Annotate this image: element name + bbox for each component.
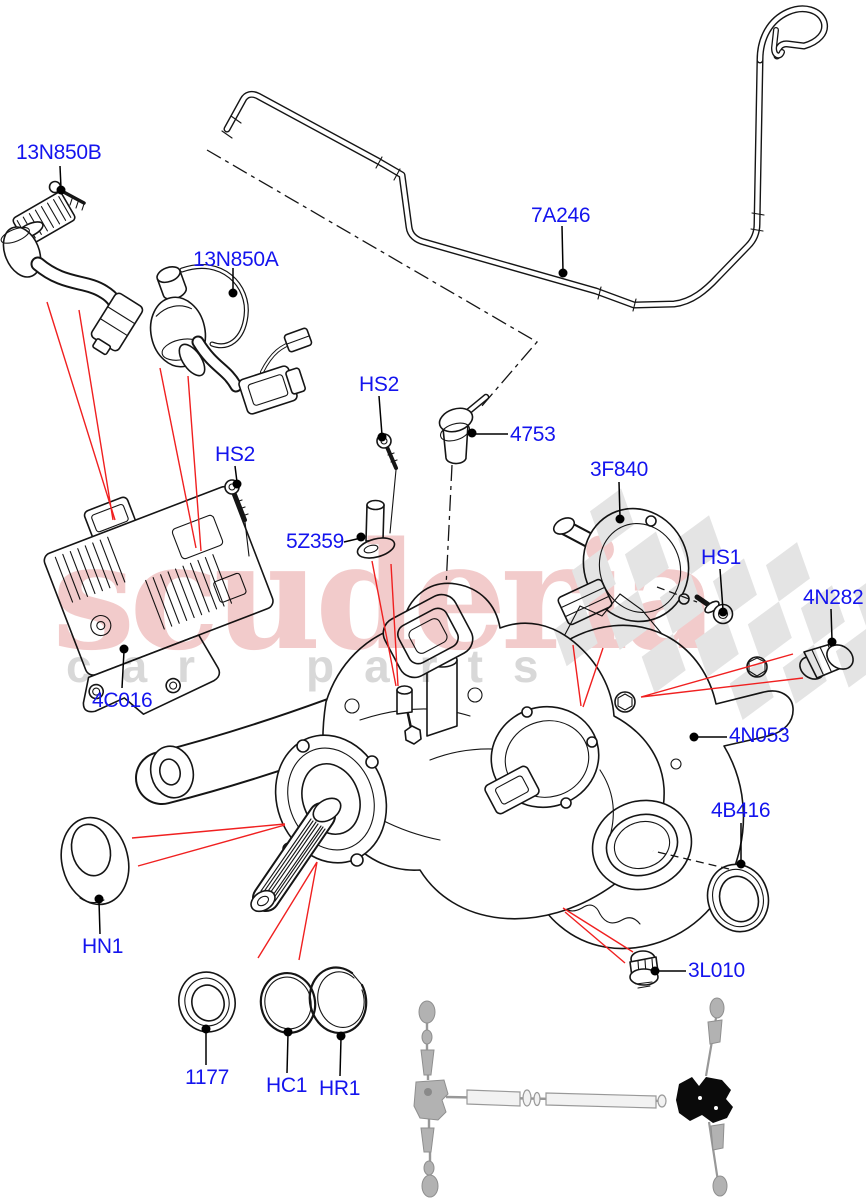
red-callout-lines	[46, 301, 804, 964]
watermark-tagline-right: parts	[306, 640, 568, 692]
part-label-hs2-right[interactable]: HS2	[359, 373, 399, 396]
leader-dots	[56, 185, 837, 1041]
part-label-1177[interactable]: 1177	[185, 1066, 229, 1089]
harness-13n850a-drawing	[149, 263, 313, 415]
part-label-hs2-left[interactable]: HS2	[215, 443, 255, 466]
part-label-hc1[interactable]: HC1	[266, 1074, 308, 1097]
part-label-4c016[interactable]: 4C016	[92, 689, 153, 712]
harness-13n850b-drawing	[0, 180, 144, 356]
part-label-hr1[interactable]: HR1	[319, 1077, 361, 1100]
black-leader-lines	[59, 165, 833, 1077]
part-label-hn1[interactable]: HN1	[82, 935, 124, 958]
watermark-layer: scuderia car parts	[52, 488, 866, 721]
seal-4b416-drawing	[706, 863, 770, 933]
sensor-5z359-drawing	[356, 499, 396, 559]
part-label-5z359[interactable]: 5Z359	[286, 530, 345, 553]
breather-valve-drawing	[438, 393, 490, 465]
part-label-4b416[interactable]: 4B416	[711, 799, 771, 822]
part-label-3f840[interactable]: 3F840	[590, 458, 649, 481]
part-label-4753[interactable]: 4753	[510, 423, 556, 446]
driveline-locator-schematic	[413, 997, 733, 1198]
part-label-3l010[interactable]: 3L010	[688, 959, 745, 982]
part-label-4n053[interactable]: 4N053	[729, 724, 790, 747]
ecu-module-drawing	[43, 485, 274, 715]
snap-ring-hr1-drawing	[308, 966, 368, 1035]
dust-cap-hn1-drawing	[60, 816, 130, 906]
part-label-7a246[interactable]: 7A246	[531, 204, 591, 227]
part-label-13n850b[interactable]: 13N850B	[16, 141, 102, 164]
checkered-flag-watermark	[553, 488, 866, 721]
breather-pipe-drawing	[221, 5, 829, 312]
part-label-13n850a[interactable]: 13N850A	[193, 248, 279, 271]
part-label-hs1[interactable]: HS1	[701, 546, 741, 569]
seal-1177-drawing	[178, 971, 236, 1033]
dashed-callout-lines	[652, 586, 730, 870]
part-label-4n282[interactable]: 4N282	[803, 586, 864, 609]
watermark-tagline-left: car	[66, 640, 225, 692]
